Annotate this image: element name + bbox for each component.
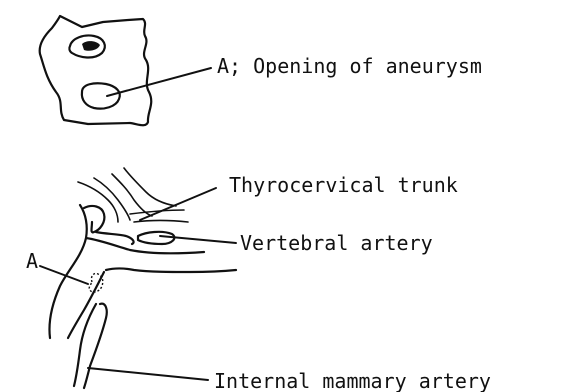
thyrocervical-branch-3 (112, 174, 152, 216)
internal-mammary-leader (88, 368, 208, 380)
trunk-upper-wall (86, 238, 204, 253)
vertebral-artery-label: Vertebral artery (240, 231, 433, 255)
internal-mammary-outer (74, 304, 96, 386)
aneurysm-opening-label: A; Opening of aneurysm (217, 54, 482, 78)
thyrocervical-branch-6 (134, 221, 188, 223)
artery-branching-drawing (40, 168, 236, 388)
vessel-wall-specimen (40, 16, 211, 125)
aneurysm-label: A (26, 249, 38, 273)
trunk-right-wall (106, 269, 236, 273)
internal-mammary-label: Internal mammary artery (214, 369, 491, 392)
thyrocervical-leader (140, 188, 216, 220)
thyrocervical-branch-2 (94, 178, 130, 220)
vertebral-artery-pad (138, 232, 174, 244)
aneurysm-opening (82, 83, 120, 108)
aneurysm-opening-pointer (107, 68, 211, 96)
thyrocervical-trunk-label: Thyrocervical trunk (229, 173, 458, 197)
upper-opening-shading (82, 41, 100, 51)
internal-mammary-inner (84, 304, 107, 388)
thyrocervical-branch-4 (124, 168, 176, 206)
aneurysm-leader (40, 266, 88, 284)
